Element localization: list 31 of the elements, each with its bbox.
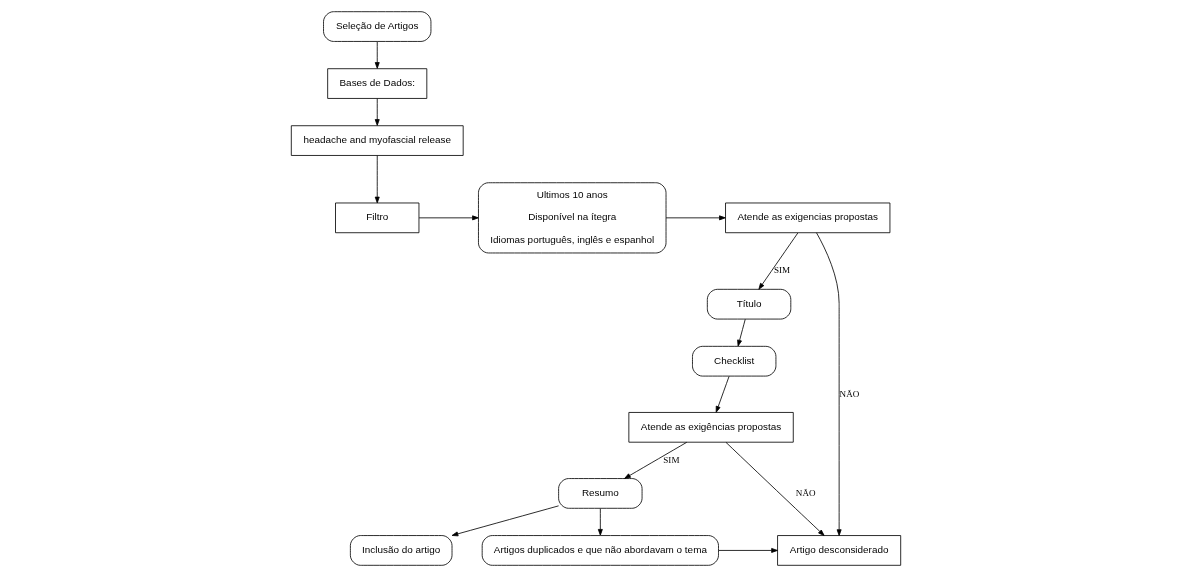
node-box: Bases de Dados: [327, 68, 428, 99]
node-box: Artigo desconsiderado [777, 535, 902, 566]
node-box: Inclusão do artigo [349, 535, 453, 566]
arrow [758, 232, 799, 290]
arrow [725, 441, 825, 536]
arrow [418, 215, 479, 221]
arrow [816, 232, 842, 536]
node-box: Checklist [692, 345, 777, 377]
arrow [451, 505, 559, 537]
arrow [718, 548, 778, 553]
edge-label: SIM [663, 454, 680, 465]
arrow [715, 375, 730, 413]
node-box: Resumo [558, 478, 643, 509]
edge-label: NÃO [839, 388, 860, 399]
edge-label: NÃO [795, 487, 816, 498]
node-box: Título [706, 288, 792, 320]
arrow [737, 318, 746, 347]
node-box: Seleção de Artigos [323, 11, 432, 42]
edge-label: SIM [774, 265, 791, 276]
node-box: headache and myofascial release [290, 125, 464, 156]
node-box: Atende as exigencias propostas [725, 202, 891, 234]
arrow [374, 41, 380, 69]
arrow [597, 508, 603, 536]
arrow [624, 441, 688, 479]
arrow [665, 215, 726, 221]
node-box: Artigos duplicados e que não abordavam o tema [481, 535, 719, 566]
node-box: Filtro [335, 202, 420, 234]
node-box: Ultimos 10 anos Disponível na ítegra Idiomas português, inglês e espanhol [478, 182, 667, 254]
node-box: Atende as exigências propostas [628, 412, 794, 443]
arrow [374, 98, 380, 126]
arrow [374, 155, 380, 204]
